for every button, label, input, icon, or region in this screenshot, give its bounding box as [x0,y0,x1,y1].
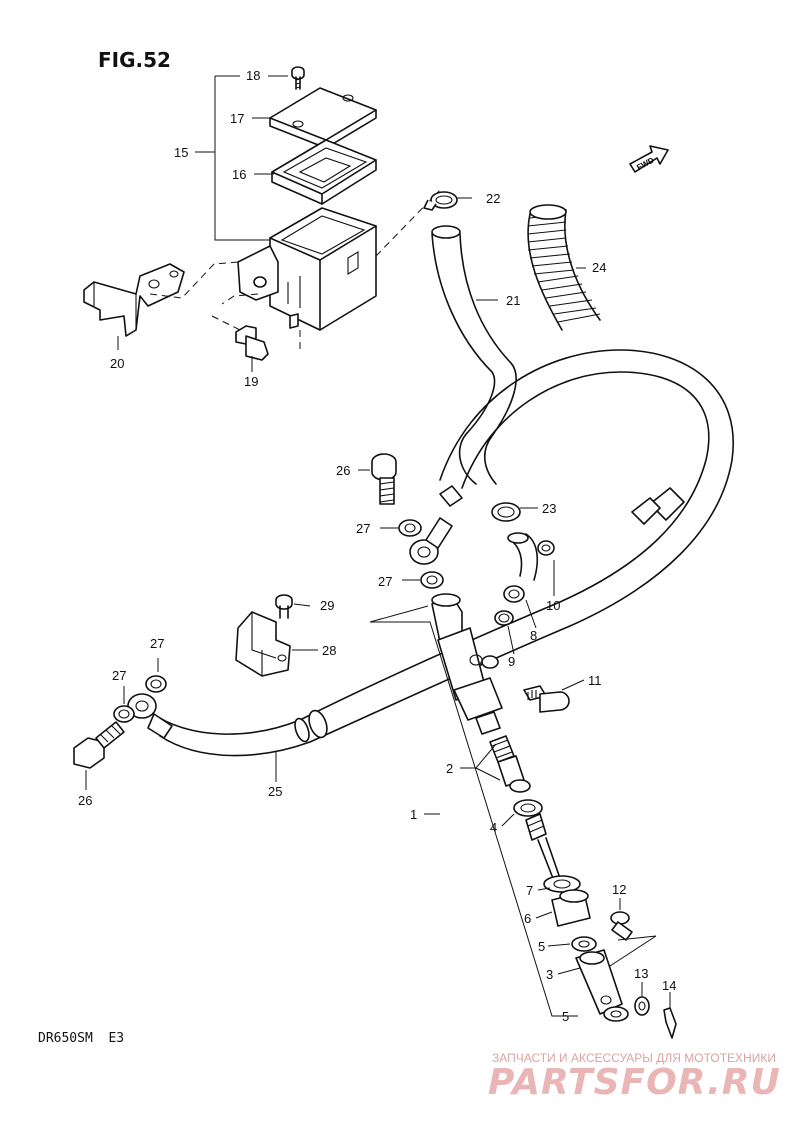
guide-bracket-screw [275,594,293,619]
callout-9: 9 [508,654,515,669]
callout-15: 15 [174,145,188,160]
callout-12: 12 [612,882,626,897]
lock-nut-lower [603,1006,629,1022]
callout-22: 22 [486,191,500,206]
o-ring-union [494,610,514,626]
pin-washer [634,996,650,1016]
figure-title: FIG.52 [98,48,171,72]
master-cylinder [431,593,503,735]
callout-27-top-1: 27 [356,521,370,536]
callout-14: 14 [662,978,676,993]
union-bolt-top [371,453,397,505]
gasket-bottom-1 [145,675,167,693]
callout-23: 23 [542,501,556,516]
gasket-top-1 [398,519,422,537]
banjo-fitting-left [127,693,173,739]
watermark-logo: PARTSFOR.RU [488,1062,781,1103]
callout-16: 16 [232,167,246,182]
brake-hose [149,349,734,757]
callout-25: 25 [268,784,282,799]
callout-27-top-2: 27 [378,574,392,589]
callout-19: 19 [244,374,258,389]
callout-28: 28 [322,643,336,658]
mounting-bolt [523,685,570,713]
reservoir-cap-screw [291,66,305,90]
callout-1: 1 [410,807,417,822]
union-bolt-bottom [73,721,125,769]
callout-29: 29 [320,598,334,613]
reservoir-body [237,207,377,331]
piston-spring [489,735,525,787]
push-rod-clevis [575,949,623,1015]
callout-20: 20 [110,356,124,371]
callout-4: 4 [490,820,497,835]
callout-17: 17 [230,111,244,126]
hose-clamp-top [423,191,458,211]
callout-27-bottom-2: 27 [112,668,126,683]
callout-3: 3 [546,967,553,982]
clevis-pin [610,911,633,941]
gasket-top-2 [420,571,444,589]
lock-nut-upper [571,936,597,952]
callout-13: 13 [634,966,648,981]
breather-hose [527,204,601,331]
model-code: DR650SM E3 [38,1031,124,1046]
callout-2: 2 [446,761,453,776]
callout-26-top: 26 [336,463,350,478]
reservoir-hose [431,225,517,485]
hose-clamp-lower [491,502,521,522]
callout-5-upper: 5 [538,939,545,954]
fwd-arrow-icon: FWD [629,145,669,173]
callout-18: 18 [246,68,260,83]
hose-union [503,585,525,603]
banjo-fitting-right [409,485,463,565]
callout-8: 8 [530,628,537,643]
reservoir-mount-bolt [235,325,269,361]
reservoir-bracket [83,263,185,337]
hose-guide-bracket [235,611,291,677]
callout-26-bottom: 26 [78,793,92,808]
callout-5-lower: 5 [562,1009,569,1024]
watermark-tagline: ЗАПЧАСТИ И АКСЕССУАРЫ ДЛЯ МОТОТЕХНИКИ [492,1051,776,1065]
reservoir-cap [269,87,377,149]
push-rod [525,813,563,887]
adjuster-nut [551,889,591,927]
reservoir-diaphragm [271,139,377,205]
piston-cup [509,779,543,817]
cotter-pin [663,1007,677,1039]
connector-hose [507,532,555,581]
callout-7: 7 [526,883,533,898]
callout-21: 21 [506,293,520,308]
callout-6: 6 [524,911,531,926]
callout-24: 24 [592,260,606,275]
callout-11: 11 [588,673,602,688]
gasket-bottom-2 [113,705,135,723]
callout-27-bottom-1: 27 [150,636,164,651]
callout-10: 10 [546,598,560,613]
